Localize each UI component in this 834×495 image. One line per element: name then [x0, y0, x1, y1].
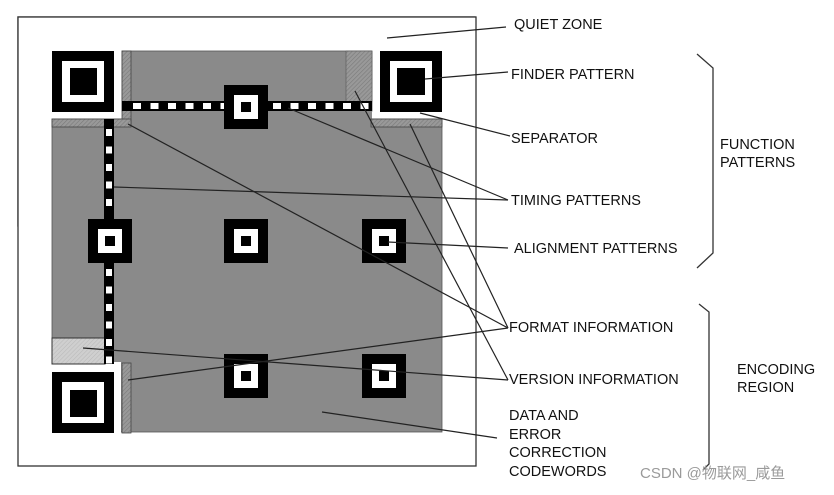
watermark: CSDN @物联网_咸鱼 — [640, 465, 786, 482]
leader-version-1 — [354, 90, 509, 381]
timing-module-light — [106, 286, 112, 294]
alignment-pattern — [88, 219, 132, 263]
format-info-bl-vertical — [121, 362, 132, 434]
alignment-patterns — [88, 85, 406, 398]
finder-pattern-bottom-left — [52, 372, 114, 433]
leader-alignment — [387, 241, 509, 249]
timing-module-light — [106, 199, 112, 206]
format-information-areas — [51, 50, 443, 434]
timing-module-light — [308, 103, 316, 109]
leader-timing-v — [113, 186, 509, 201]
format-info-tr-horizontal — [370, 118, 443, 128]
leader-format-2 — [409, 123, 509, 329]
alignment-pattern — [224, 85, 268, 129]
timing-module-light — [133, 103, 141, 109]
timing-module-light — [325, 103, 334, 109]
timing-module-light — [106, 356, 112, 364]
timing-module-light — [150, 103, 159, 109]
leader-quiet-zone — [386, 26, 507, 39]
label-format-information: FORMAT INFORMATION — [509, 320, 674, 336]
timing-module-light — [106, 304, 112, 311]
timing-module-light — [106, 339, 112, 346]
leader-separator — [419, 112, 511, 137]
group-encoding-region: ENCODING REGION — [737, 362, 816, 396]
timing-module-light — [360, 103, 369, 109]
leader-format-1 — [127, 123, 509, 329]
timing-module-light — [106, 269, 112, 276]
alignment-pattern — [224, 219, 268, 263]
label-version-information: VERSION INFORMATION — [509, 372, 679, 388]
version-info-bottom-left — [51, 337, 106, 365]
leader-lines — [82, 26, 511, 439]
finder-pattern-top-right — [380, 51, 442, 112]
label-timing-patterns: TIMING PATTERNS — [511, 193, 641, 209]
timing-module-light — [106, 129, 112, 136]
label-separator: SEPARATOR — [511, 131, 599, 147]
finder-pattern-top-left — [52, 51, 114, 112]
timing-module-light — [203, 103, 211, 109]
group-function-patterns: FUNCTION PATTERNS — [720, 137, 796, 171]
leader-timing-h — [287, 107, 509, 201]
version-information-areas — [51, 50, 373, 365]
label-alignment-patterns: ALIGNMENT PATTERNS — [514, 241, 678, 257]
leader-version-2 — [82, 347, 509, 381]
alignment-pattern — [362, 219, 406, 263]
alignment-pattern — [362, 354, 406, 398]
timing-module-light — [106, 146, 112, 154]
timing-module-light — [185, 103, 194, 109]
format-info-tl-vertical — [121, 50, 132, 127]
version-info-top-right — [345, 50, 373, 103]
alignment-pattern — [224, 354, 268, 398]
timing-module-light — [106, 321, 112, 329]
label-quiet-zone: QUIET ZONE — [514, 17, 603, 33]
timing-module-light — [290, 103, 299, 109]
timing-module-light — [273, 103, 281, 109]
bracket-function-patterns — [696, 53, 714, 269]
timing-module-light — [343, 103, 351, 109]
label-finder-pattern: FINDER PATTERN — [511, 67, 635, 83]
leader-format-3 — [127, 327, 509, 381]
leader-data — [321, 411, 498, 439]
bracket-encoding-region — [698, 303, 710, 471]
timing-module-light — [106, 181, 112, 189]
timing-module-light — [168, 103, 176, 109]
leader-finder-pattern — [424, 71, 509, 80]
timing-module-light — [106, 164, 112, 171]
format-info-tl-horizontal — [51, 118, 132, 128]
label-data-codewords: DATA AND ERROR CORRECTION CODEWORDS — [509, 408, 607, 480]
